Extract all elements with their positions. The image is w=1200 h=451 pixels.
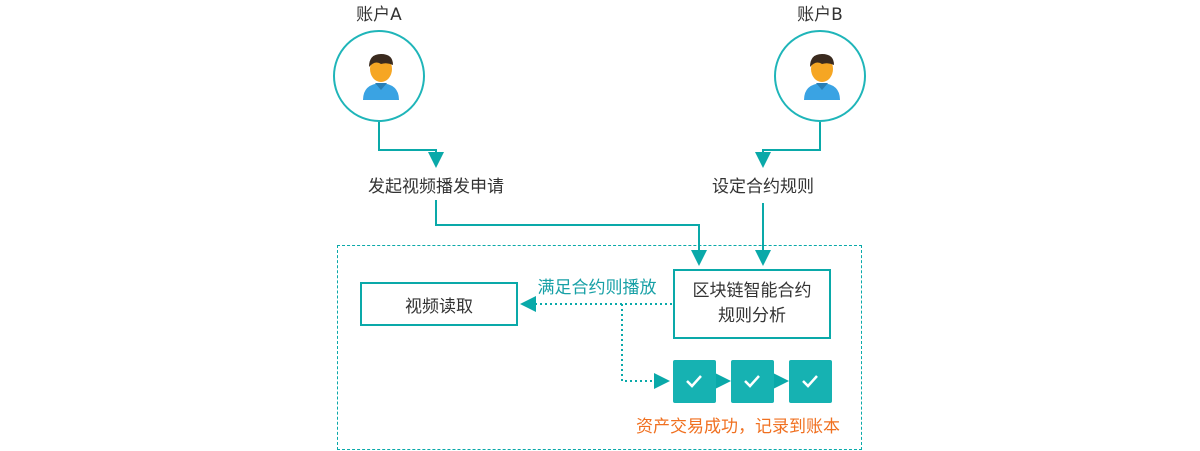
user-avatar-icon — [363, 54, 399, 100]
ledger-success-label: 资产交易成功，记录到账本 — [636, 417, 840, 437]
video-read-box: 视频读取 — [360, 282, 518, 326]
ledger-block-2 — [731, 360, 774, 403]
video-read-text: 视频读取 — [405, 296, 473, 317]
check-icon — [686, 375, 702, 388]
blockchain-box-line1: 区块链智能合约 — [692, 281, 812, 301]
system-boundary-frame — [337, 245, 862, 450]
connector-branch-to-checks — [621, 304, 670, 389]
connector-a-to-apply — [378, 122, 444, 168]
check-icon — [744, 375, 760, 388]
blockchain-contract-box: 区块链智能合约 规则分析 — [673, 269, 831, 339]
account-b-avatar — [774, 30, 866, 122]
account-a-label: 账户A — [356, 5, 402, 25]
step-rules-label: 设定合约规则 — [712, 177, 814, 197]
account-a-avatar — [333, 30, 425, 122]
check-icon — [802, 375, 818, 388]
blockchain-box-line2: 规则分析 — [718, 306, 786, 326]
connector-b-to-rules — [755, 122, 821, 168]
ledger-block-1 — [673, 360, 716, 403]
step-apply-label: 发起视频播发申请 — [368, 177, 504, 197]
user-avatar-icon — [804, 54, 840, 100]
satisfy-contract-label: 满足合约则播放 — [537, 278, 657, 298]
ledger-block-3 — [789, 360, 832, 403]
connector-apply-to-chain — [435, 200, 707, 266]
account-b-label: 账户B — [797, 5, 843, 25]
